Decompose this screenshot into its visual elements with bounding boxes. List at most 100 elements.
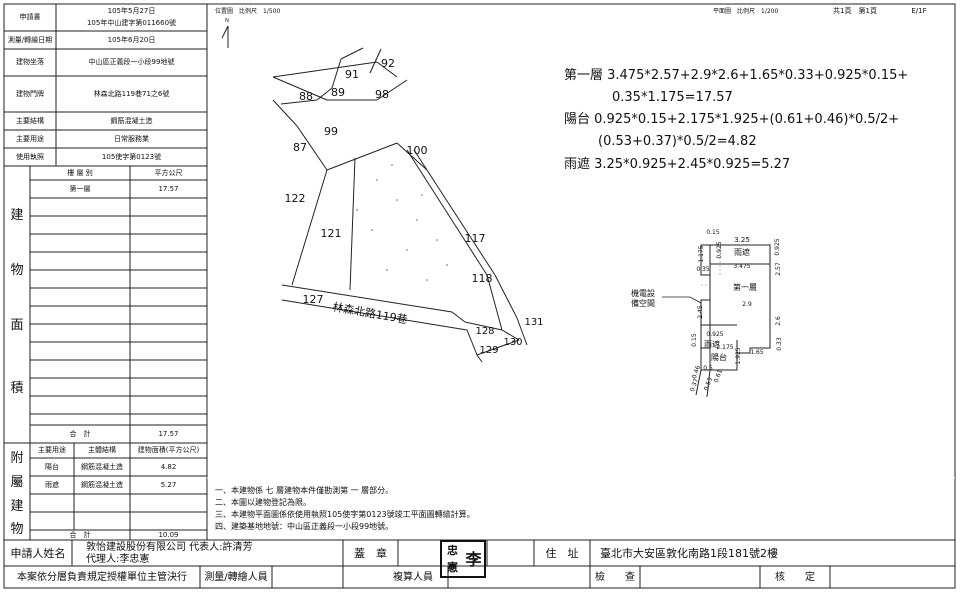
parcel-127-label: 127 [302,292,324,306]
parcel-91-label: 91 [345,67,359,81]
authorization-note: 本案依分層負責規定授權單位主管決行 [17,571,187,583]
dim-0-35: 0.35 [696,265,710,273]
dim-2-57: 2.57 [774,262,782,276]
calc-floor1-line1: 第一層 3.475*2.57+2.9*2.6+1.65*0.33+0.925*0… [564,67,909,83]
use-value: 日常服務業 [114,134,149,143]
building-char-1: 建 [10,207,24,223]
dim-0-925-left: 0.925 [715,241,723,259]
total-value: 17.57 [158,429,179,438]
dim-2-6: 2.6 [774,316,782,326]
parcel-129-label: 129 [479,344,499,356]
parcel-99-label: 99 [324,124,338,138]
application-number: 105年中山建字第011660號 [86,18,177,27]
dim-3-475: 3.475 [733,262,751,270]
parcel-100-label: 100 [406,143,428,157]
calc-canopy: 雨遮 3.25*0.925+2.45*0.925=5.27 [564,156,791,172]
parcel-121-label: 121 [320,226,342,240]
page-count: 共1頁 第1頁 [833,6,877,15]
dim-0-33: 0.33 [775,337,783,351]
dim-0-5: 0.5 [703,364,713,372]
equipment-label-line1: 機電設 [631,288,655,298]
application-date: 105年5月27日 [107,6,156,15]
floor-plan-drawing [662,244,771,398]
location-label: 建物坐落 [16,58,44,66]
note-1: 一、本建物係 七 層建物本件僅勘測第 一 層部分。 [215,486,394,495]
dim-2-45: 2.45 [696,305,704,319]
dim-0-15-top: 0.15 [706,228,720,236]
parcel-98-label: 98 [375,87,389,101]
parcel-89-label: 89 [331,85,345,99]
parcel-117-label: 117 [464,231,486,245]
stamp-char-2: 李 [465,549,482,569]
dim-1-925: 1.925 [734,347,742,365]
annex-header-structure: 主體結構 [88,446,116,454]
floor-column-header: 樓 層 別 [67,168,93,177]
parcel-87-label: 87 [293,140,307,154]
balcony-label: 陽台 [711,352,727,362]
annex-total-label: 合 計 [69,530,91,539]
dim-3-25: 3.25 [734,235,750,244]
building-char-2: 物 [10,262,24,278]
parcel-131-label: 131 [524,316,544,328]
floor-plan-scale: 平面圖 比例尺 1/200 [713,7,779,15]
canopy-label-top: 雨遮 [734,247,750,257]
location-map [272,47,528,363]
annex-row-structure: 鋼筋混凝土造 [81,480,123,489]
parcel-118-label: 118 [471,271,493,285]
annex-row-use: 陽台 [45,462,59,471]
annex-row-structure: 鋼筋混凝土造 [81,462,123,471]
sheet-id: E/1F [911,6,927,15]
parcel-128-label: 128 [475,325,495,337]
annex-char-4: 物 [10,521,24,537]
applicant-label: 申請書 [19,13,41,21]
address-value: 臺北市大安區敦化南路1段181號2樓 [600,546,778,560]
parcel-130-label: 130 [503,336,523,348]
floor-one-label: 第一層 [733,282,757,292]
structure-value: 鋼筋混凝土造 [110,116,153,125]
dim-2-175: 2.175 [716,343,734,351]
note-3: 三、本建物平面圖係依使用執照105使字第0123號竣工平面圖轉繪計算。 [215,510,475,519]
seal-stamp: 忠 李 憲 [440,540,486,578]
floor-row-area: 17.57 [158,184,179,193]
permit-label: 使用執照 [16,152,44,161]
dim-1-65: 1.65 [750,348,764,356]
annex-row-use: 雨遮 [45,480,59,489]
canopy-label-bottom: 雨遮 [704,339,720,349]
inspector-label: 檢 查 [595,571,635,583]
parcel-122-label: 122 [284,191,306,205]
annex-row-area: 5.27 [160,480,177,489]
reviewer-label: 複算人員 [393,571,433,583]
floor-row-name: 第一層 [69,184,91,193]
applicant-name-label: 申請人姓名 [10,546,66,560]
survey-date-value: 105年6月20日 [107,35,156,44]
area-column-header: 平方公尺 [154,168,183,177]
dim-0-925-right: 0.925 [773,238,781,256]
dim-1-175: 1.175 [697,245,705,263]
calc-balcony-line2: (0.53+0.37)*0.5/2=4.82 [598,133,757,149]
location-map-scale: 位置圖 比例尺 1/500 [215,7,281,15]
survey-date-label: 測量/轉繪日期 [7,35,53,44]
dim-0-925-bottom: 0.925 [706,330,724,338]
annex-row-area: 4.82 [160,462,177,471]
calc-balcony-line1: 陽台 0.925*0.15+2.175*1.925+(0.61+0.46)*0.… [564,111,900,127]
location-value: 中山區正義段一小段99地號 [88,58,175,66]
parcel-92-label: 92 [381,56,395,70]
building-char-4: 積 [10,380,24,396]
annex-total-value: 10.09 [158,530,179,539]
north-arrow-icon [221,25,229,48]
address-label: 住 址 [545,546,579,560]
parcel-88-label: 88 [299,89,313,103]
surveyor-label: 測量/轉繪人員 [204,571,268,583]
annex-header-area: 建物面積(平方公尺) [137,446,200,454]
approver-label: 核 定 [775,571,815,583]
door-label: 建物門牌 [16,89,44,98]
applicant-agent: 代理人:李忠憲 [86,553,150,565]
building-char-3: 面 [10,317,24,333]
annex-header-use: 主要用途 [38,446,66,454]
note-2: 二、本圖以建物登記為限。 [215,498,311,507]
stamp-char-3: 憲 [447,561,458,574]
note-4: 四、建築基地地號：中山區正義段一小段99地號。 [215,522,394,531]
dim-2-9: 2.9 [742,300,752,308]
dim-0-15-bottom: 0.15 [690,333,698,347]
